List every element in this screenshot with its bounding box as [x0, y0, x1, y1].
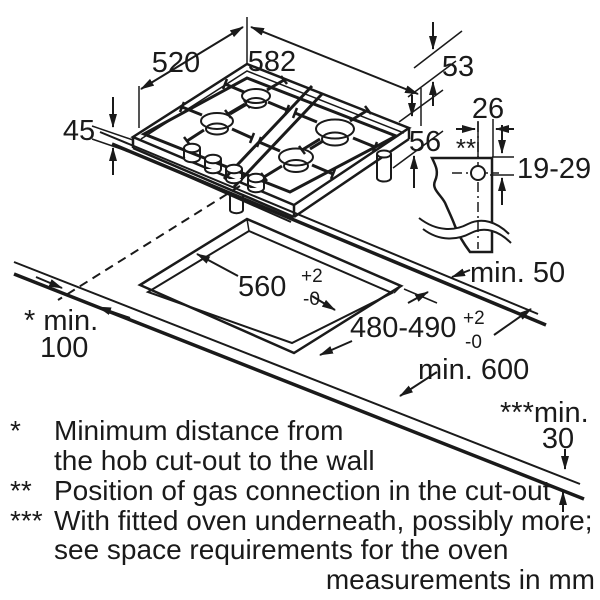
gas-connection-hole: [470, 165, 486, 181]
burner-cap: [200, 112, 234, 130]
control-knobs: [183, 142, 265, 194]
dim-label-480-tol-plus: +2: [463, 308, 485, 329]
footnotes: * Minimum distance from the hob cut-out …: [10, 415, 593, 565]
dim-label-min-600: min. 600: [418, 354, 529, 386]
footnote-marker: *: [10, 415, 21, 446]
dim-label-19-29: 19-29: [517, 153, 591, 185]
break-line: [418, 217, 510, 235]
footnote-text: see space requirements for the oven: [54, 534, 508, 565]
dim-hob-depth-520: 520: [138, 17, 248, 128]
gas-inlet-leg: [376, 149, 392, 183]
footnote-marker: ***: [10, 505, 43, 536]
dim-gas-conn-26: 26 **: [456, 93, 514, 163]
dim-label-480-tol-minus: -0: [465, 332, 482, 353]
dim-label-560-tol-minus: -0: [303, 289, 320, 310]
dim-label-26: 26: [472, 93, 504, 125]
pan-support-frame: [140, 76, 400, 194]
dim-label-560: 560: [238, 271, 286, 303]
hob-front-leg: [229, 194, 244, 215]
hob-illustration: [130, 62, 412, 223]
dim-gas-offset-53: 53: [407, 22, 474, 106]
control-knob: [183, 142, 201, 164]
dimension-annotations: 520 582 53 45 56: [24, 17, 591, 512]
dim-hob-height-56: 56: [392, 89, 444, 188]
dim-label-560-tol-plus: +2: [301, 266, 323, 287]
dim-cutout-width-560: 560 +2 -0: [196, 253, 336, 311]
dim-min-600: min. 600: [399, 308, 532, 397]
burners: [200, 88, 355, 173]
dim-label-520: 520: [152, 47, 200, 79]
projection-dashed-line: [57, 185, 241, 301]
dim-label-min-50: min. 50: [470, 257, 565, 289]
dim-label-min-100-line1: * min.: [24, 305, 98, 337]
dim-label-53: 53: [442, 51, 474, 83]
dim-min-30: ***min. 30: [500, 397, 589, 512]
gas-position-marker: **: [456, 133, 476, 163]
dim-label-min-30-line1: ***min.: [500, 397, 589, 429]
dim-label-45: 45: [63, 115, 95, 147]
footnote-text: the hob cut-out to the wall: [54, 445, 375, 476]
burner-cap: [278, 147, 314, 167]
worktop-cutout: [137, 217, 404, 355]
dim-label-min-100-line2: 100: [40, 332, 88, 364]
dim-cutout-depth-480-490: 480-490 +2 -0: [319, 288, 485, 356]
dim-label-480-490: 480-490: [350, 312, 456, 344]
control-knob: [247, 172, 265, 194]
control-knob: [204, 153, 222, 175]
control-knob: [225, 163, 243, 185]
footnote-text: With fitted oven underneath, possibly mo…: [54, 505, 593, 536]
dim-hob-height-45: 45: [63, 97, 134, 175]
dim-label-min-30-line2: 30: [542, 423, 574, 455]
units-note: measurements in mm: [326, 564, 595, 595]
break-band: [419, 218, 511, 243]
dim-gas-conn-19-29: 19-29: [490, 125, 591, 205]
gas-connection-detail: [418, 122, 512, 254]
dim-label-582: 582: [248, 46, 296, 78]
footnote-text: Minimum distance from: [54, 415, 343, 446]
footnote-text: Position of gas connection in the cut-ou…: [54, 475, 551, 506]
break-line: [422, 228, 512, 244]
dim-hob-width-582: 582: [248, 26, 422, 126]
burner-cap: [315, 118, 355, 140]
dim-min-100: * min. 100: [24, 276, 131, 364]
dim-label-56: 56: [409, 126, 441, 158]
dim-min-50: min. 50: [451, 257, 565, 289]
footnote-marker: **: [10, 475, 32, 506]
